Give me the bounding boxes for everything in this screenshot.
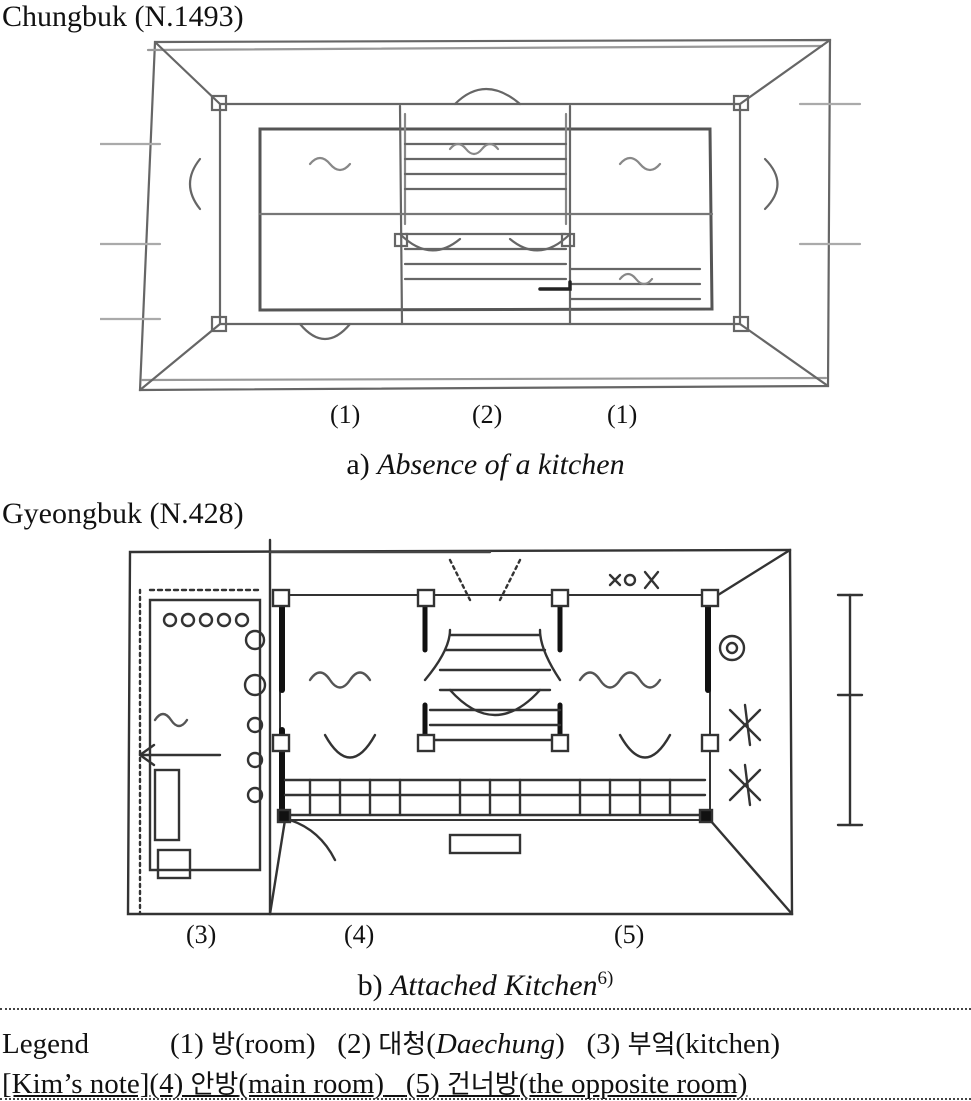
figure-b-label-5: (5) — [614, 920, 645, 949]
figure-b-caption: b) Attached Kitchen6) — [357, 968, 614, 1002]
figure-a-label-1: (1) — [330, 400, 361, 429]
figure-a-heading: Chungbuk (N.1493) — [2, 0, 244, 33]
figure-b-label-4: (4) — [344, 920, 375, 949]
figure-b-label-3: (3) — [186, 920, 217, 949]
figure-b-floorplan-sketch — [126, 538, 864, 916]
legend-top-divider — [0, 1008, 971, 1010]
figure-a-caption: a) Absence of a kitchen — [346, 448, 625, 481]
legend-row-2: [Kim’s note](4) 안방(main room) (5) 건너방(th… — [2, 1064, 747, 1101]
figure-a-label-2: (2) — [472, 400, 503, 429]
figure-a-floorplan-sketch — [100, 38, 862, 392]
legend-item-kitchen: (3) 부엌(kitchen) — [586, 1028, 781, 1060]
kims-note-label: [Kim’s note] — [2, 1068, 150, 1100]
figure-a-label-1b: (1) — [607, 400, 638, 429]
legend-item-daechung: (2) 대청(Daechung) — [337, 1028, 565, 1060]
legend-title: Legend — [2, 1028, 89, 1060]
legend-bottom-divider — [0, 1098, 971, 1100]
legend-item-main-room: (4) 안방(main room) — [149, 1068, 385, 1100]
legend-item-opposite-room: (5) 건너방(the opposite room) — [405, 1068, 748, 1100]
figure-b-heading: Gyeongbuk (N.428) — [2, 497, 244, 530]
legend-row-1: Legend (1) 방(room) (2) 대청(Daechung) (3) 부… — [2, 1024, 780, 1061]
legend-item-room: (1) 방(room) — [170, 1028, 316, 1060]
